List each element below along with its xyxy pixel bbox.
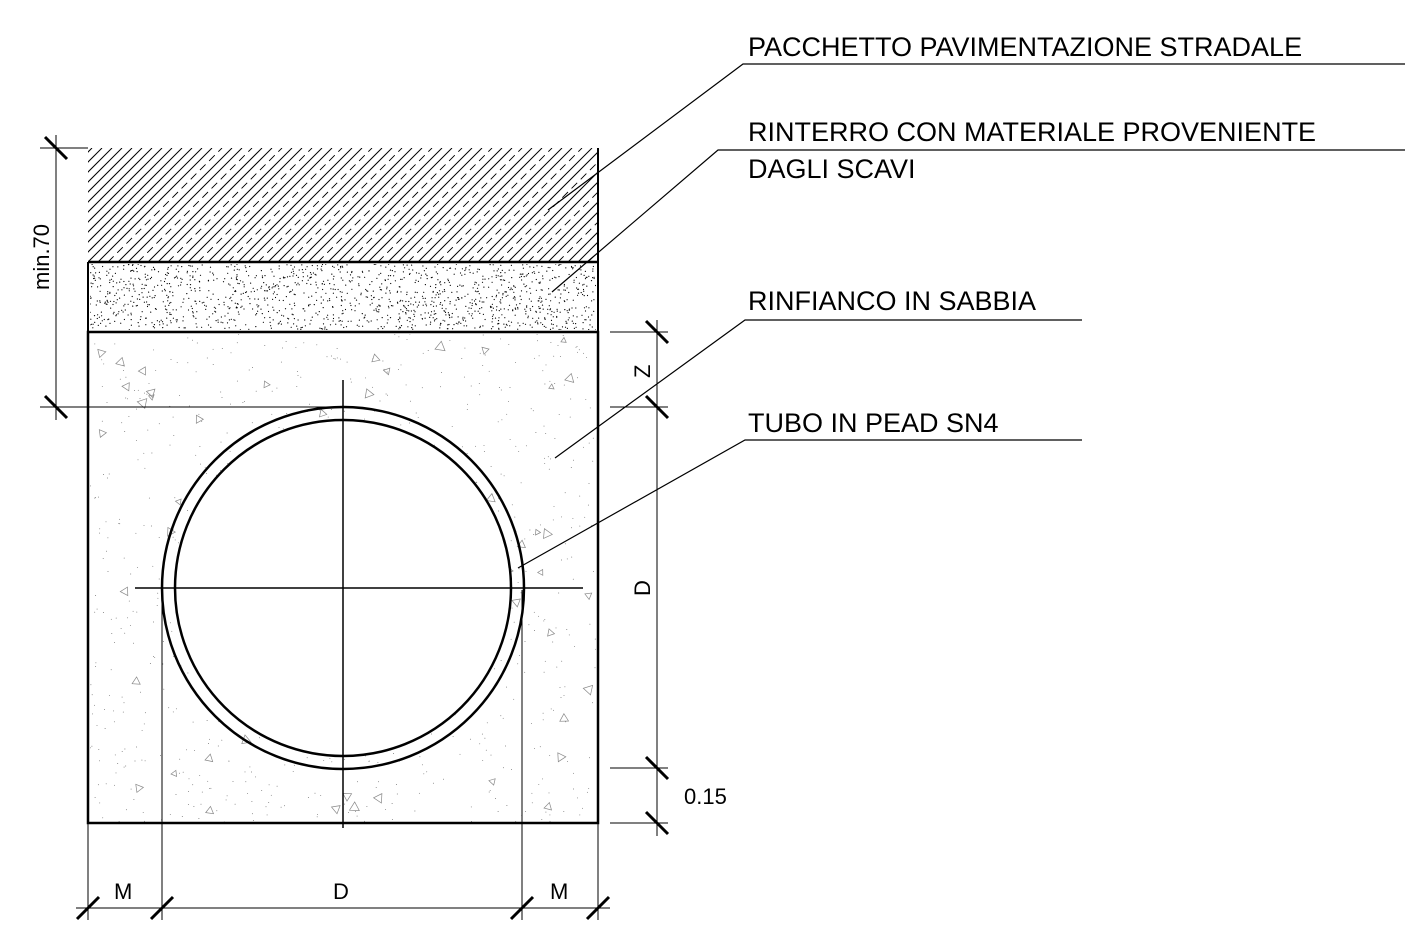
dim-d-horizontal-text: D	[333, 879, 349, 904]
pavement-layer	[88, 148, 599, 264]
dim-d-vertical-text: D	[630, 580, 655, 596]
leader-backfill	[551, 149, 1405, 293]
dimension-min-cover: min.70	[29, 135, 343, 420]
pipe	[135, 380, 583, 828]
dimension-right: Z D 0.15	[610, 319, 727, 836]
label-pavement: PACCHETTO PAVIMENTAZIONE STRADALE	[748, 32, 1302, 62]
dim-m-left-text: M	[114, 879, 132, 904]
backfill-dots	[90, 264, 596, 330]
dim-z-text: Z	[630, 365, 655, 378]
leader-lines	[517, 63, 1405, 569]
label-sand: RINFIANCO IN SABBIA	[748, 286, 1036, 316]
leader-pavement	[547, 63, 1405, 211]
dim-m-right-text: M	[550, 879, 568, 904]
dim-min-cover-text: min.70	[29, 224, 54, 290]
pavement-hatch	[88, 148, 598, 262]
dim-bed-text: 0.15	[684, 784, 727, 809]
leader-sand	[554, 319, 1082, 459]
backfill-layer	[87, 262, 599, 332]
dimension-bottom: M D M	[75, 590, 611, 921]
label-backfill-line1: RINTERRO CON MATERIALE PROVENIENTE	[748, 117, 1316, 147]
leader-pipe	[517, 439, 1082, 569]
label-pipe: TUBO IN PEAD SN4	[748, 408, 999, 438]
label-backfill-line2: DAGLI SCAVI	[748, 154, 916, 184]
